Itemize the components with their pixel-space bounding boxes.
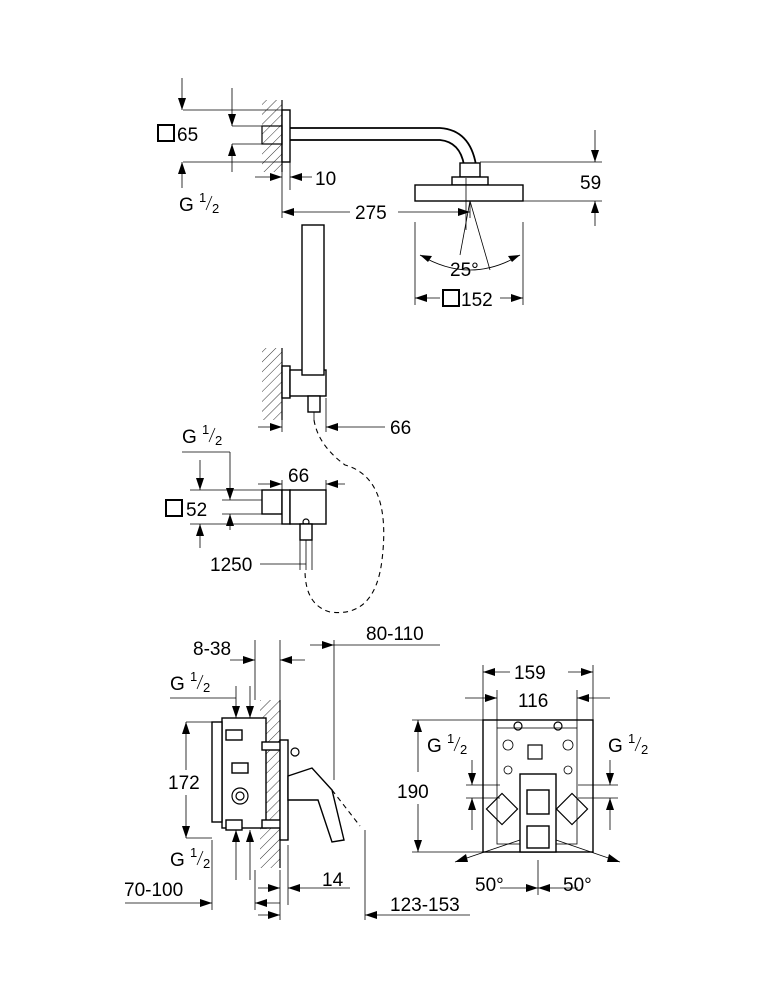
hose [304,419,385,614]
svg-text:G: G [608,736,623,757]
hand-shower-view: 66 [258,224,411,614]
dim-275: 275 [355,203,387,224]
dim-123-153: 123-153 [390,895,460,916]
svg-text:2: 2 [203,680,210,695]
svg-text:2: 2 [203,856,210,871]
dim-square-65: 65 [177,125,198,146]
hand-shower [301,224,325,376]
shower-arm [290,127,477,166]
dim-66-outlet: 66 [288,466,309,487]
svg-text:G: G [182,427,197,448]
mixer-front-view: 159 116 190 G 1 2 G 1 2 [397,663,648,896]
dim-10: 10 [315,169,336,190]
dim-159: 159 [514,663,546,684]
svg-text:G: G [170,850,185,871]
svg-text:1: 1 [447,731,454,746]
wall-hatch-2 [262,348,282,420]
dim-1250: 1250 [210,555,252,576]
dim-square-52: 52 [186,500,207,521]
svg-text:1: 1 [190,845,197,860]
svg-text:1: 1 [628,731,635,746]
svg-text:2: 2 [641,742,648,757]
dim-14: 14 [322,870,344,891]
svg-text:G: G [170,674,185,695]
shower-head-view: 65 G 1 2 10 275 59 [157,78,602,311]
svg-text:2: 2 [212,201,219,216]
dim-square-152: 152 [461,290,493,311]
mixer-side-view: 8-38 80-110 G 1 2 172 G 1 2 [124,624,470,920]
dim-angle-left: 50° [475,875,504,896]
wall-outlet-view: G 1 2 66 52 1250 [165,422,345,576]
dim-116: 116 [518,691,548,712]
dim-172: 172 [168,773,200,794]
dim-angle-right: 50° [563,875,592,896]
svg-text:1: 1 [202,422,209,437]
dim-70-100: 70-100 [124,880,183,901]
mixer-lever [287,767,345,843]
dim-59: 59 [580,173,601,194]
svg-text:G: G [427,736,442,757]
dim-8-38: 8-38 [193,639,231,660]
dim-angle-25: 25° [450,260,479,281]
shower-head [414,184,524,202]
dim-190: 190 [397,782,429,803]
svg-text:1: 1 [199,190,206,205]
dim-66-top: 66 [390,418,411,439]
wall-hatch [262,100,282,172]
svg-text:2: 2 [460,742,467,757]
dim-80-110: 80-110 [366,624,424,645]
svg-text:2: 2 [215,433,222,448]
thread-label-g: G [179,195,194,216]
svg-text:1: 1 [190,669,197,684]
